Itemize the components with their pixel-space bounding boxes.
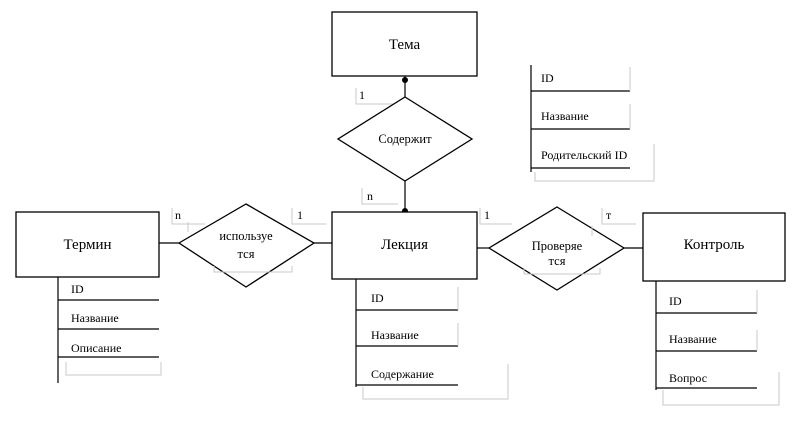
cardinality-tema-soderzhit: 1 <box>359 88 365 102</box>
entity-tema-label: Тема <box>389 37 421 53</box>
attribute-tema-parent-id: Родительский ID <box>541 148 628 162</box>
cardinality-proveryaetsya-kontrol: т <box>606 208 612 222</box>
cardinality-ispolzuetsya-lekciya: 1 <box>297 208 303 222</box>
attribute-tema-id: ID <box>541 71 554 85</box>
attribute-lekciya-name: Название <box>371 328 419 342</box>
entity-lekciya-label: Лекция <box>381 237 428 253</box>
attribute-termin-id: ID <box>71 282 84 296</box>
cardinality-lekciya-proveryaetsya: 1 <box>484 208 490 222</box>
attribute-lekciya-content: Содержание <box>371 367 434 381</box>
entity-kontrol-label: Контроль <box>684 237 745 253</box>
attributes-termin: ID Название Описание <box>57 277 162 383</box>
relationship-soderzhit-label: Содержит <box>378 132 432 146</box>
relationship-ispolzuetsya-label-1: используе <box>219 229 273 243</box>
attribute-termin-name: Название <box>71 311 119 325</box>
attributes-lekciya: ID Название Содержание <box>355 279 509 400</box>
connectors <box>159 76 643 249</box>
entity-lekciya: Лекция <box>331 211 478 280</box>
attribute-kontrol-name: Название <box>669 332 717 346</box>
relationship-soderzhit: Содержит <box>336 96 474 182</box>
entity-tema: Тема <box>331 11 478 77</box>
relationship-ispolzuetsya: используе тся <box>177 203 316 288</box>
cardinality-soderzhit-lekciya: n <box>367 189 373 203</box>
entity-termin: Термин <box>15 211 160 278</box>
attributes-tema: ID Название Родительский ID <box>530 65 655 182</box>
relationship-ispolzuetsya-label-2: тся <box>238 247 255 261</box>
entity-kontrol: Контроль <box>642 212 786 282</box>
relationship-proveryaetsya-label-1: Проверяе <box>532 239 583 253</box>
relationship-proveryaetsya: Проверяе тся <box>487 206 626 291</box>
attribute-kontrol-id: ID <box>669 294 682 308</box>
attributes-kontrol: ID Название Вопрос <box>655 281 780 406</box>
cardinality-termin-ispolzuetsya: n <box>175 208 181 222</box>
cardinalities: 1 n n 1 1 т <box>175 88 612 222</box>
connector-dot-tema <box>402 77 408 83</box>
entity-termin-label: Термин <box>63 237 111 253</box>
cardinality-frames <box>171 88 636 225</box>
attribute-tema-name: Название <box>541 109 589 123</box>
attribute-lekciya-id: ID <box>371 291 384 305</box>
relationship-proveryaetsya-label-2: тся <box>549 254 566 268</box>
attribute-kontrol-question: Вопрос <box>669 371 707 385</box>
attribute-termin-description: Описание <box>71 341 121 355</box>
